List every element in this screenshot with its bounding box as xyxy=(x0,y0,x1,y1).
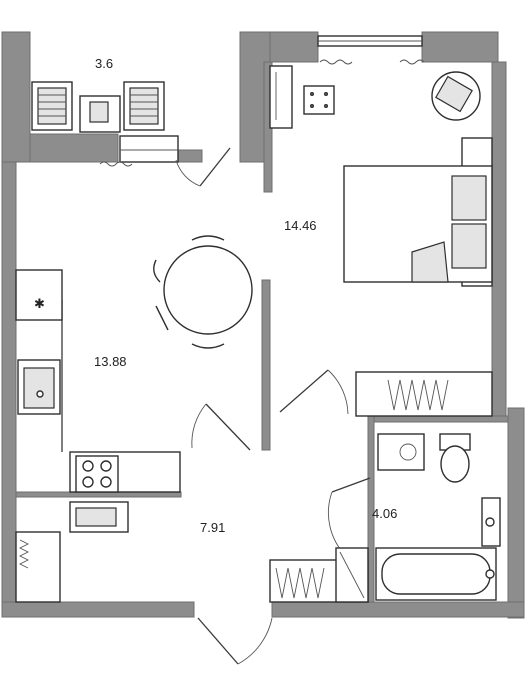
balcony-furniture xyxy=(31,81,165,133)
svg-text:✱: ✱ xyxy=(34,296,45,311)
bathroom-area-label: 4.06 xyxy=(372,506,397,521)
bathroom-fixtures xyxy=(375,433,501,601)
bedroom-area-label: 14.46 xyxy=(284,218,317,233)
balcony-area-label: 3.6 xyxy=(95,56,113,71)
kitchen-living-area-label: 13.88 xyxy=(94,354,127,369)
wardrobe xyxy=(355,371,493,417)
hallway-furniture xyxy=(15,501,369,603)
kitchen-furniture: ✱ xyxy=(15,235,253,493)
bedroom-furniture xyxy=(303,71,493,287)
area-labels: 3.6 14.46 13.88 7.91 4.06 xyxy=(94,56,397,535)
walls xyxy=(1,31,525,619)
windows xyxy=(99,35,425,167)
hallway-area-label: 7.91 xyxy=(200,520,225,535)
